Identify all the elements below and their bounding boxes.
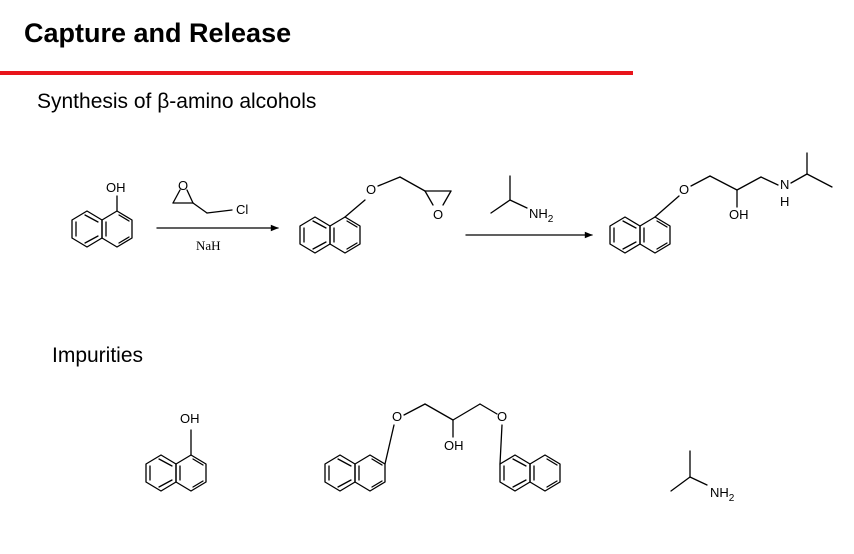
atom-label-nh2: NH2 (710, 485, 735, 504)
glycidyl-ether-intermediate (299, 176, 452, 254)
epichlorohydrin-reagent (172, 189, 233, 214)
naphthol-starting-material (71, 195, 133, 248)
atom-label-o: O (178, 178, 188, 193)
impurity-naphthol (145, 429, 207, 492)
slide-title: Capture and Release (24, 18, 292, 48)
title-underline (0, 71, 633, 75)
atom-label-oh: OH (180, 411, 200, 426)
impurity-bis-ether (324, 403, 561, 492)
atom-label-h: H (780, 194, 789, 209)
atom-label-oh: OH (444, 438, 464, 453)
atom-label-nh2: NH2 (529, 206, 554, 225)
atom-label-o: O (392, 409, 402, 424)
atom-label-n: N (780, 177, 789, 192)
reagent-nah-label: NaH (196, 238, 221, 253)
atom-label-o: O (497, 409, 507, 424)
atom-label-o: O (433, 207, 443, 222)
atom-label-o: O (679, 182, 689, 197)
scheme-subtitle: Synthesis of β-amino alcohols (37, 90, 317, 113)
impurity-isopropylamine (670, 450, 708, 492)
atom-label-oh: OH (729, 207, 749, 222)
atom-label-o: O (366, 182, 376, 197)
atom-label-cl: Cl (236, 202, 248, 217)
impurities-heading: Impurities (52, 344, 144, 367)
isopropylamine-reagent (490, 175, 528, 214)
atom-label-oh: OH (106, 180, 126, 195)
amino-alcohol-product (609, 152, 833, 254)
